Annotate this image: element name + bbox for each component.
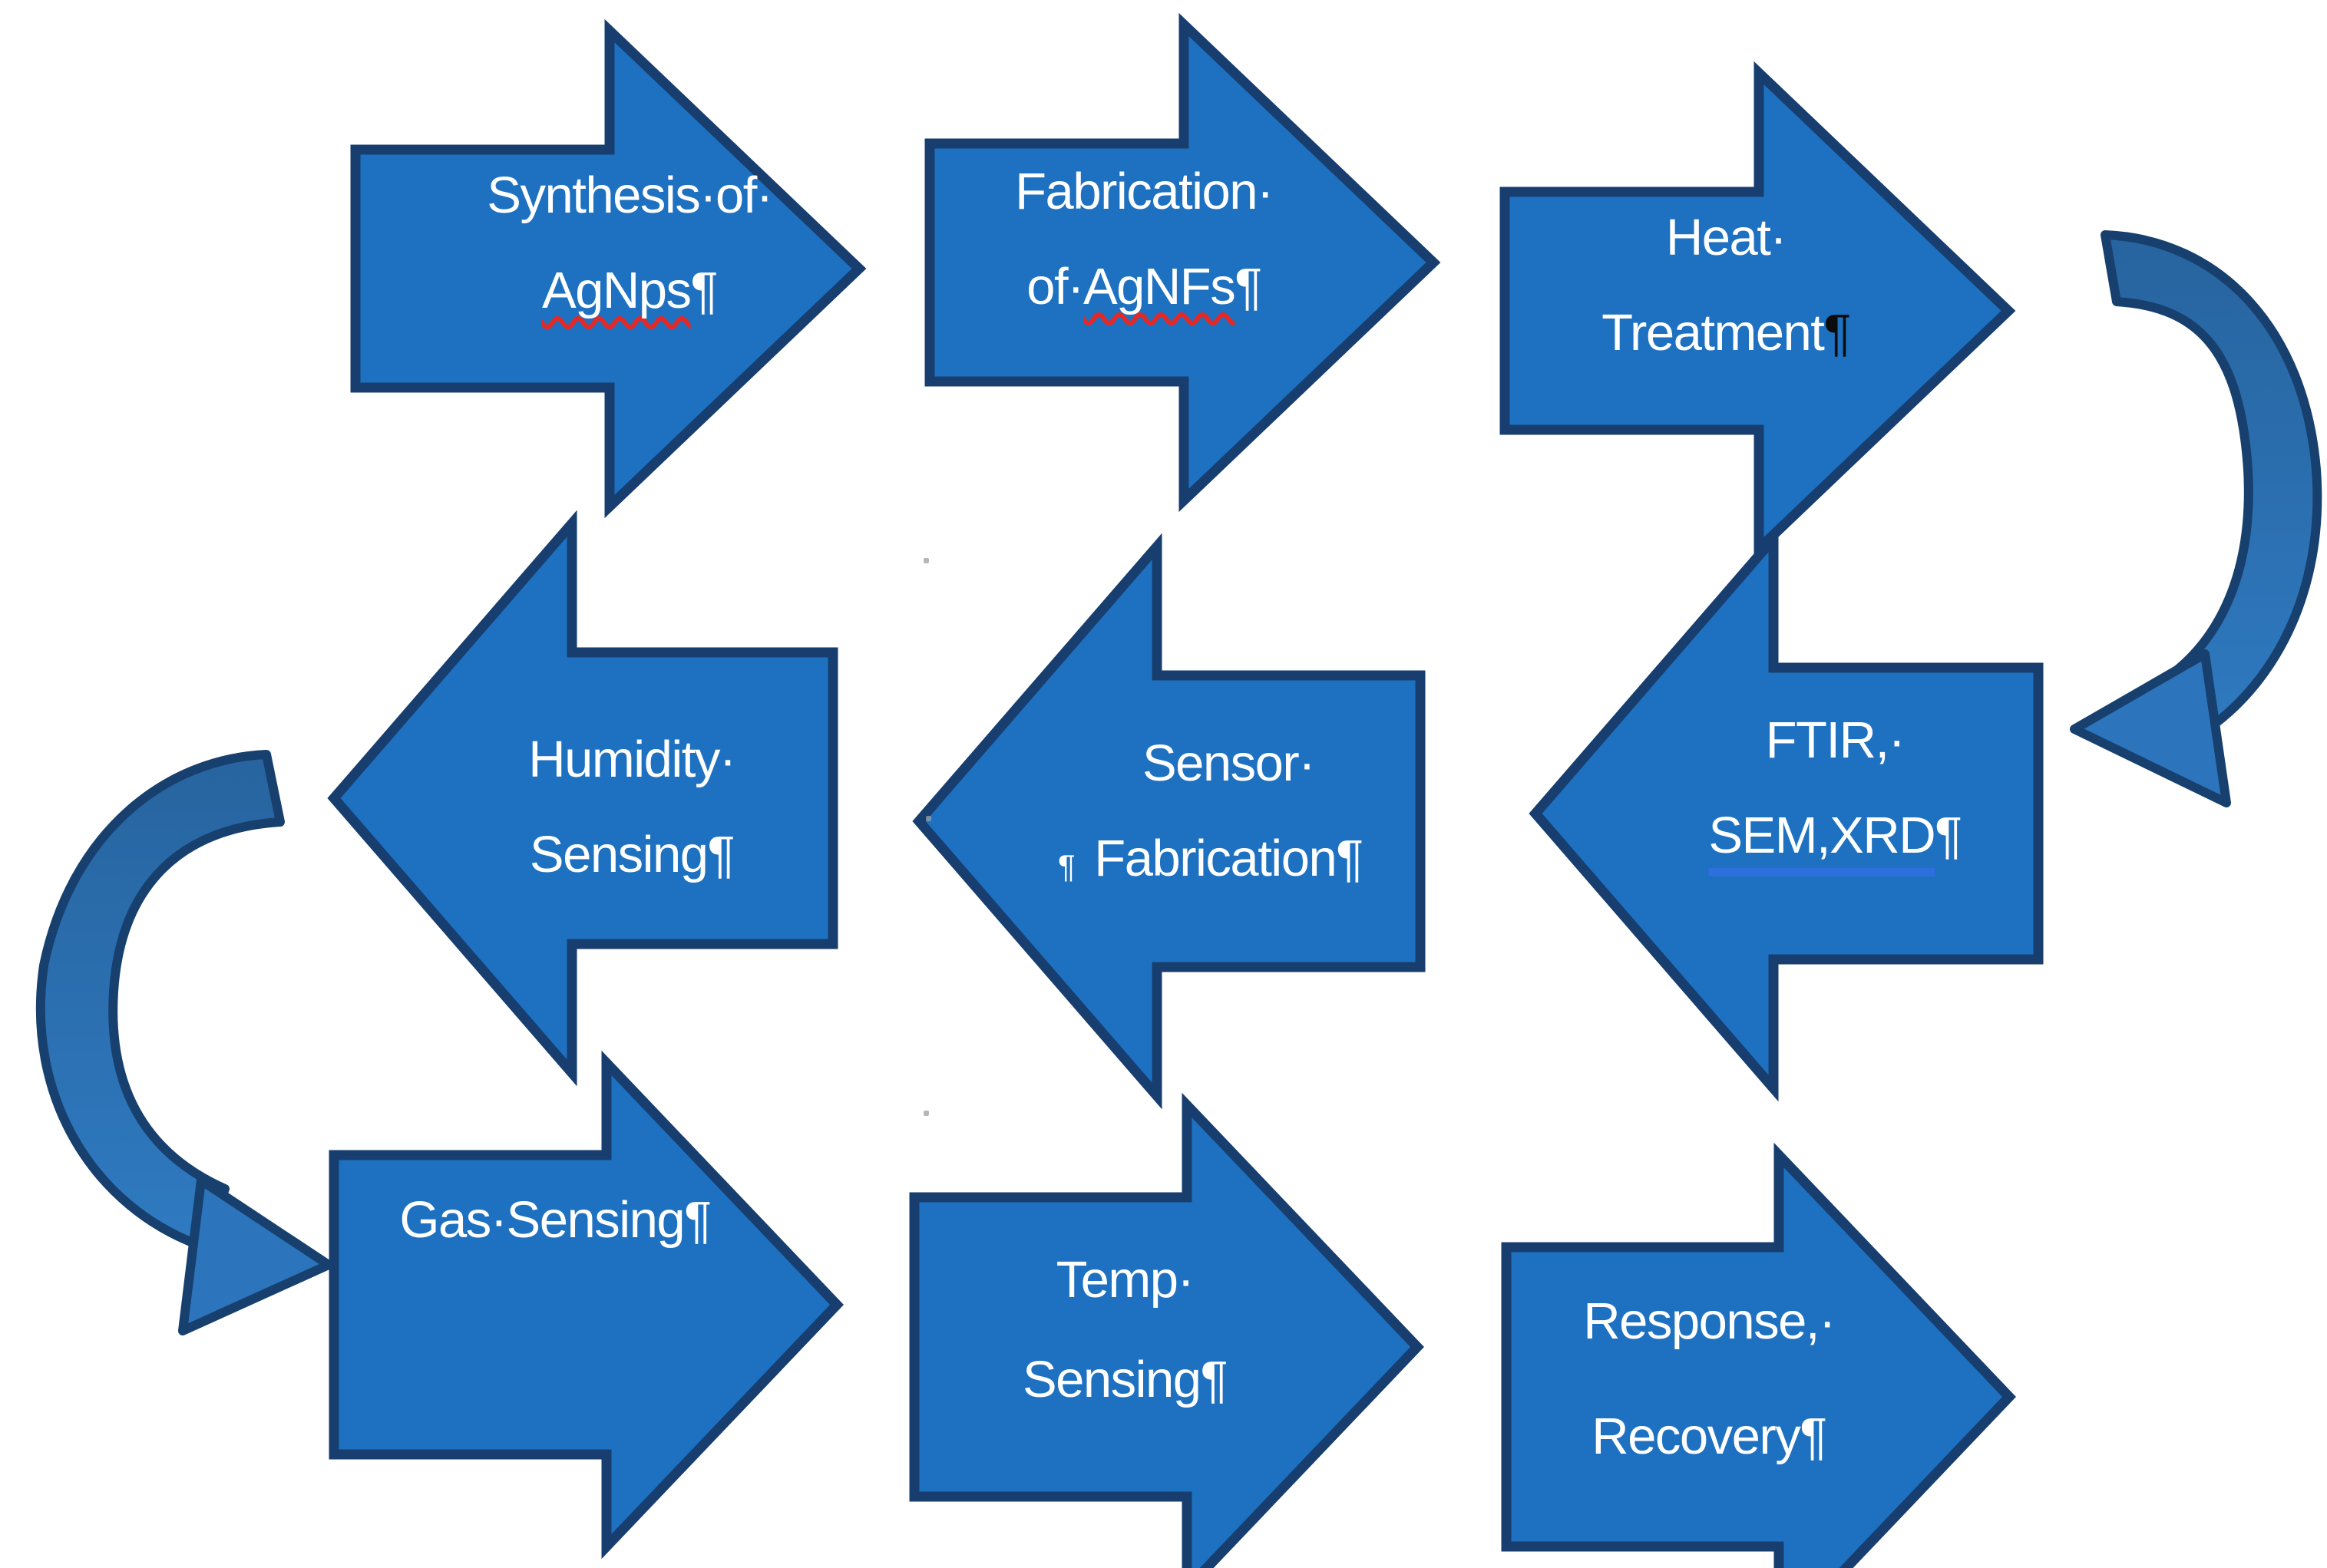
curved-arrow-left-icon[interactable]: [35, 750, 333, 1335]
pilcrow-mark: ¶: [690, 262, 719, 319]
heat-label[interactable]: Heat· Treatment¶: [1601, 190, 1851, 381]
response-label[interactable]: Response,· Recovery¶: [1583, 1264, 1836, 1494]
underlined-word: SEM,XRD: [1708, 806, 1936, 876]
pilcrow-mark: ¶: [707, 826, 735, 883]
misspelled-word: AgNps: [541, 262, 692, 319]
ftir-line1: FTIR,·: [1765, 711, 1906, 769]
pilcrow-mark-dark: ¶: [1823, 304, 1851, 361]
response-line2: Recovery¶: [1592, 1408, 1827, 1465]
curved-arrow-left-band: [35, 750, 285, 1251]
heat-arrow-shape[interactable]: [1499, 61, 2016, 561]
anchor-speck: [924, 1111, 929, 1116]
gas-arrow-shape[interactable]: [329, 1050, 844, 1560]
heat-line1: Heat·: [1665, 209, 1787, 266]
gas-line1: Gas·Sensing¶: [399, 1191, 712, 1249]
fabrication-arrow-shape[interactable]: [924, 12, 1441, 513]
lone-pilcrow-mark: ¶: [1058, 848, 1076, 884]
sensor-fabrication-arrow-shape[interactable]: [912, 533, 1426, 1110]
temp-line2: Sensing¶: [1022, 1351, 1228, 1408]
pilcrow-mark: ¶: [1235, 258, 1262, 315]
synthesis-label[interactable]: Synthesis·of· AgNps¶: [487, 148, 773, 338]
fabrication-line1: Fabrication·: [1015, 163, 1274, 220]
anchor-speck: [924, 558, 929, 563]
pilcrow-mark: ¶: [1800, 1408, 1827, 1465]
fabrication-label[interactable]: Fabrication· of·AgNFs¶: [1015, 144, 1274, 335]
humidity-line2: Sensing¶: [529, 826, 735, 883]
pilcrow-mark: ¶: [1200, 1351, 1228, 1408]
temp-line1: Temp·: [1056, 1251, 1195, 1309]
misspelled-word: AgNFs: [1083, 258, 1236, 315]
response-line1: Response,·: [1583, 1292, 1836, 1350]
synthesis-arrow-shape[interactable]: [350, 18, 867, 519]
heat-line2: Treatment¶: [1601, 304, 1851, 361]
pilcrow-mark: ¶: [1336, 830, 1363, 887]
pilcrow-mark: ¶: [1935, 807, 1962, 864]
ftir-arrow-shape[interactable]: [1529, 525, 2044, 1102]
gas-label[interactable]: Gas·Sensing¶: [399, 1173, 712, 1268]
ftir-label[interactable]: FTIR,· SEM,XRD¶: [1708, 693, 1962, 883]
fabrication-line2: of·AgNFs¶: [1026, 258, 1262, 315]
anchor-speck: [926, 816, 931, 821]
sensor-fabrication-label[interactable]: Sensor· Fabrication¶: [1094, 716, 1363, 906]
curved-arrow-right-head: [2070, 649, 2231, 807]
sensor-line2: Fabrication¶: [1094, 830, 1363, 887]
pilcrow-mark: ¶: [684, 1191, 712, 1249]
synthesis-line2: AgNps¶: [487, 243, 772, 338]
response-arrow-shape[interactable]: [1501, 1142, 2016, 1568]
curved-arrow-left-head: [178, 1176, 333, 1335]
ftir-line2: SEM,XRD¶: [1708, 788, 1962, 883]
temp-arrow-shape[interactable]: [909, 1092, 1424, 1568]
humidity-line1: Humidity·: [528, 731, 736, 788]
sensor-line1: Sensor·: [1142, 734, 1316, 792]
humidity-label[interactable]: Humidity· Sensing¶: [528, 712, 736, 903]
curved-arrow-right-icon[interactable]: [2070, 230, 2322, 807]
temp-label[interactable]: Temp· Sensing¶: [1022, 1230, 1228, 1430]
synthesis-line1: Synthesis·of·: [487, 167, 773, 224]
humidity-arrow-shape[interactable]: [327, 510, 838, 1087]
